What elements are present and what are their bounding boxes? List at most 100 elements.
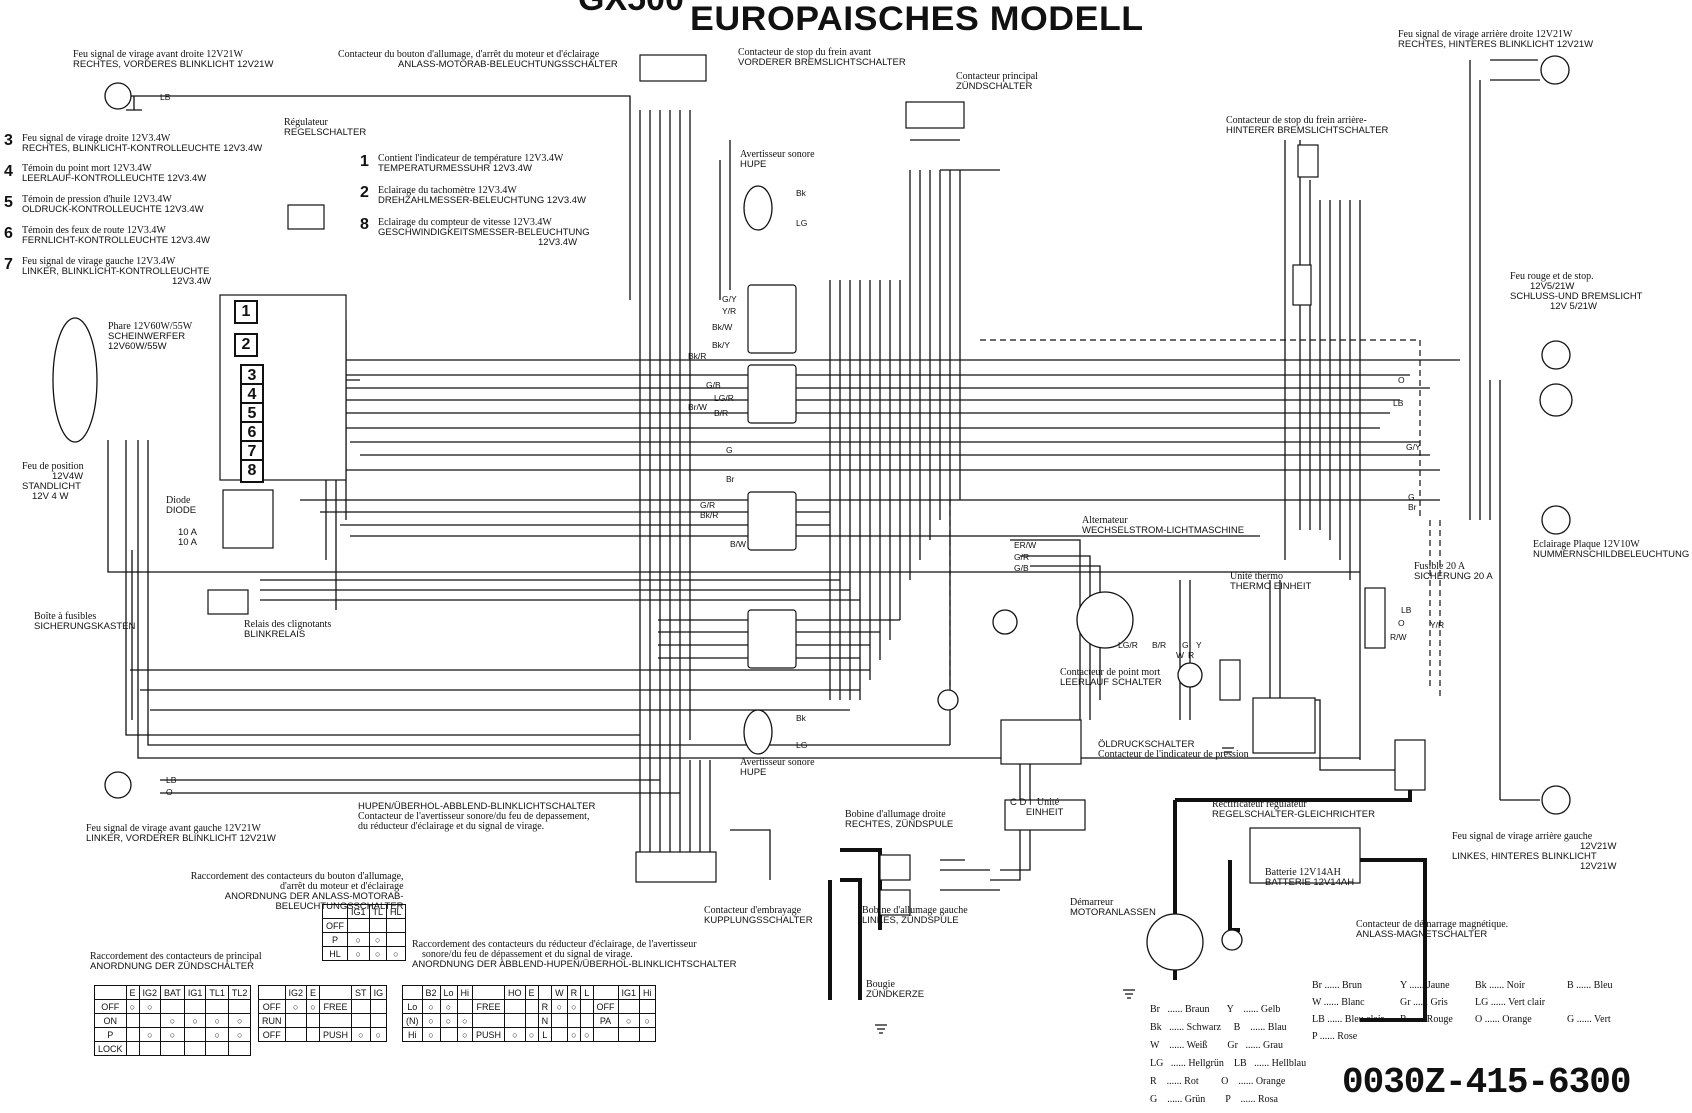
indicator-4-label: Témoin du point mort 12V3.4W LEERLAUF-KO… [22,163,207,184]
wire-color-label: LB [1401,605,1412,615]
indicator-number: 3 [4,132,13,149]
indicator-number: 7 [4,256,13,273]
rear-brake-switch-label: Contacteur de stop du frein arrière- HIN… [1226,115,1389,136]
rear-turn-left-label: Feu signal de virage arrière gauche 12V2… [1452,831,1617,872]
wire-color-label: G [726,445,733,455]
thermo-unit-label: Unité thermo THERMO EINHEIT [1230,571,1312,592]
fuse-20a-label: Fusible 20 A SICHERUNG 20 A [1414,561,1493,582]
wire-color-label: LG/R [714,393,734,403]
wire-color-label: R [1188,650,1195,660]
wire-color-label: LB [166,775,177,785]
alternator-label: Alternateur WECHSELSTROM-LICHTMASCHINE [1082,515,1245,536]
main-switch-label: Contacteur principal ZÜNDSCHALTER [956,71,1038,92]
battery-label: Batterie 12V14AH BATTERIE 12V14AH [1265,867,1355,888]
indicator-3-label: Feu signal de virage droite 12V3.4W RECH… [22,133,263,154]
wire-color-label: O [1398,618,1405,628]
wire-color-label: Bk [796,188,806,198]
panel-number: 8 [240,459,264,483]
meter-number: 8 [360,216,369,233]
ignition-switch-label: Contacteur du bouton d'allumage, d'arrêt… [338,49,618,70]
front-turn-left-label: Feu signal de virage avant gauche 12V21W… [86,823,276,844]
wire-color-label: G/Y [722,294,737,304]
part-number: 0030Z-415-6300 [1342,1062,1631,1103]
wire-color-label: Bk/R [688,351,707,361]
wire-color-label: Bk [796,713,806,723]
wire-color-label: B/R [1152,640,1167,650]
wire-color-label: G [1408,492,1415,502]
indicator-number: 4 [4,163,13,180]
wire-color-label: G/R [1014,552,1030,562]
legend-entry: LG ...... Vert clair [1475,997,1546,1008]
dimmer-switch-label: HUPEN/ÜBERHOL-ABBLEND-BLINKLICHTSCHALTER… [358,801,596,832]
position-light-label: Feu de position 12V4W STANDLICHT 12V 4 W [22,461,84,502]
legend-row: Bk ...... Schwarz B ...... Blau [1150,1022,1287,1033]
regulator-label: Régulateur REGELSCHALTER [284,117,367,138]
wire-color-label: Y/R [1430,620,1445,630]
wire-color-label: W [1176,650,1185,660]
meter-1-label: Contient l'indicateur de température 12V… [378,153,564,174]
front-brake-switch-label: Contacteur de stop du frein avant VORDER… [738,47,906,68]
horn-top-label: Avertisseur sonore HUPE [740,149,815,170]
legend-entry: Gr ...... Gris [1400,997,1448,1008]
wire-color-label: LG [796,740,808,750]
diode-label: Diode DIODE [166,495,197,516]
handlebar-table-caption: Raccordement des contacteurs du bouton d… [190,871,404,912]
legend-row: Br ...... Braun Y ...... Gelb [1150,1004,1281,1015]
horn-bottom-label: Avertisseur sonore HUPE [740,757,815,778]
page-title: EUROPAISCHES MODELL [690,0,1144,38]
legend-entry: B ...... Bleu [1567,980,1613,991]
ignition-coil-left-label: Bobine d'allumage gauche LINKES, ZÜNDSPU… [862,905,968,926]
wire-color-label: Y [1196,640,1202,650]
wire-color-label: ER/W [1014,540,1037,550]
legend-entry: LB ...... Bleu clair [1312,1014,1384,1025]
legend-entry: Bk ...... Noir [1475,980,1525,991]
wire-color-label: O [166,787,173,797]
turn-front-right-label: Feu signal de virage avant droite 12V21W… [73,49,274,70]
indicator-number: 5 [4,194,13,211]
wire-color-label: Br [726,474,735,484]
wire-color-label: Bk/Y [712,340,730,350]
wire-color-label: Bk/R [700,510,719,520]
dimmer-table-caption: Raccordement des contacteurs du réducteu… [412,939,737,970]
main-table-caption: Raccordement des contacteurs de principa… [90,951,262,972]
starter-relay-label: Contacteur de démarrage magnétique. ANLA… [1356,919,1509,940]
oil-pressure-switch-label: ÖLDRUCKSCHALTER Contacteur de l'indicate… [1098,739,1249,760]
headlight-label: Phare 12V60W/55W SCHEINWERFER 12V60W/55W [108,321,193,352]
legend-entry: P ...... Rose [1312,1031,1358,1042]
wire-color-label: Br/W [688,402,707,412]
tail-light-label: Feu rouge et de stop. 12V5/21W SCHLUSS-U… [1510,271,1643,312]
wire-color-label: LB [1393,398,1404,408]
wire-color-label: O [1398,375,1405,385]
clutch-switch-label: Contacteur d'embrayage KUPPLUNGSSCHALTER [704,905,813,926]
legend-row: LG ...... Hellgrün LB ...... Hellblau [1150,1058,1307,1069]
legend-entry: Y ...... Jaune [1400,980,1450,991]
wire-color-label: G/R [700,500,716,510]
wire-color-label: Y/R [722,306,737,316]
indicator-number: 6 [4,225,13,242]
indicator-6-label: Témoin des feux de route 12V3.4W FERNLIC… [22,225,210,246]
flasher-relay-label: Relais des clignotants BLINKRELAIS [244,619,332,640]
wire-color-label: G/B [706,380,721,390]
fuse-box-label: Boîte à fusibles SICHERUNGSKASTEN [34,611,136,632]
meter-8-label: Eclairage du compteur de vitesse 12V3.4W… [378,217,590,248]
indicator-5-label: Témoin de pression d'huile 12V3.4W OLDRU… [22,194,204,215]
wire-color-label: Br [1408,502,1417,512]
rear-turn-right-label: Feu signal de virage arrière droite 12V2… [1398,29,1594,50]
legend-entry: G ...... Vert [1567,1014,1611,1025]
panel-number: 1 [234,300,258,324]
panel-number: 2 [234,333,258,357]
wire-color-label: G [1182,640,1189,650]
fuse-labels: 10 A 10 A [178,527,198,548]
wire-color-label: LG/R [1118,640,1138,650]
rectifier-label: Rectificateur régulateur REGELSCHALTER-G… [1212,799,1375,820]
legend-entry: R ...... Rouge [1400,1014,1453,1025]
meter-number: 2 [360,184,369,201]
starter-motor-label: Démarreur MOTORANLASSEN [1070,897,1156,918]
legend-entry: W ...... Blanc [1312,997,1365,1008]
legend-row: G ...... Grün P ...... Rosa [1150,1094,1278,1105]
